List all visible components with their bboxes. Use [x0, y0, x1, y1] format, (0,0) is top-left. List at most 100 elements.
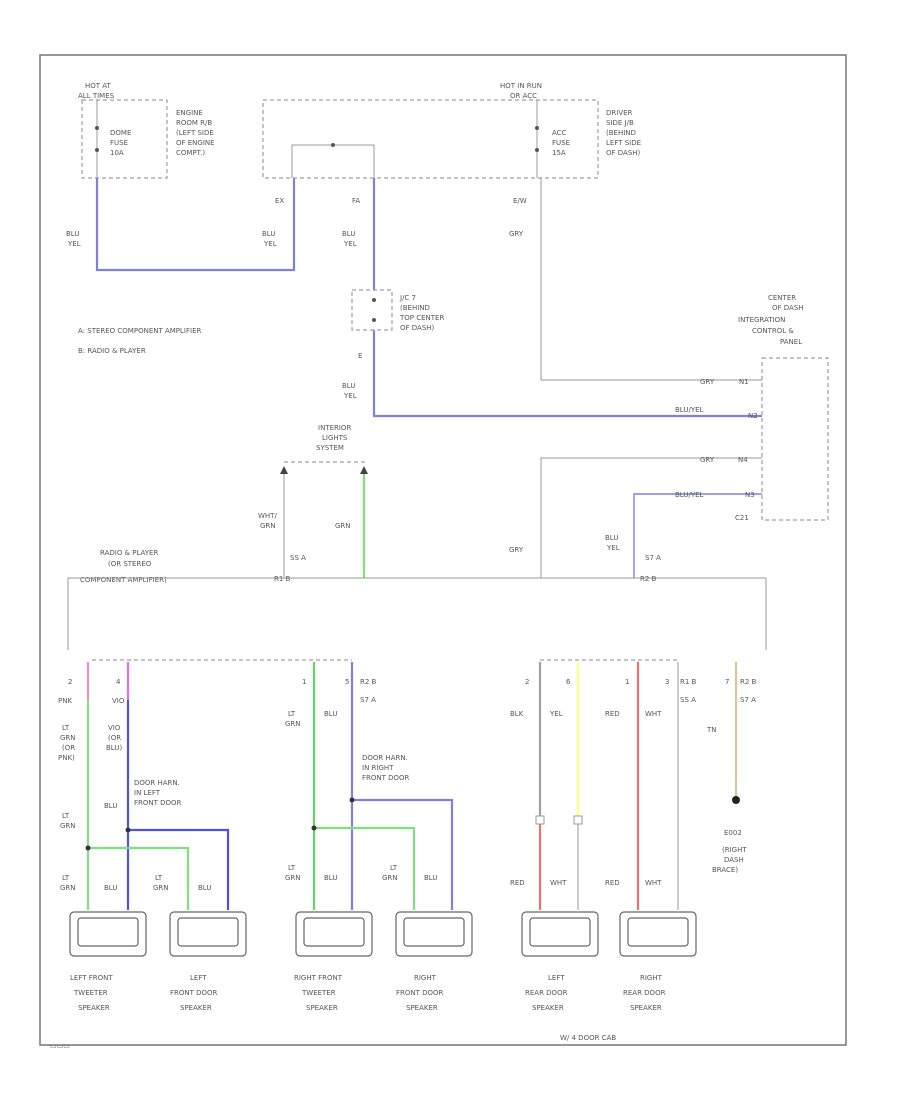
- wc-vio-blu-lf-2: (OR: [108, 734, 121, 742]
- acc-fuse-node-top: [535, 126, 539, 130]
- ground-l3: DASH: [724, 856, 744, 864]
- wc-wht-rr-2: WHT: [645, 879, 662, 887]
- wc-yel-1b: YEL: [67, 240, 81, 248]
- spk-rr-l3: SPEAKER: [630, 1004, 662, 1012]
- speaker-right-front-tweeter: RIGHT FRONT TWEETER SPEAKER: [294, 911, 373, 1012]
- wc-blu-lfd: BLU: [198, 884, 211, 892]
- spk-rfd-l1: RIGHT: [414, 974, 437, 982]
- speaker-right-front-door: RIGHT FRONT DOOR SPEAKER: [395, 911, 473, 1012]
- interior-arrow-1: [280, 466, 288, 474]
- wire-panel-bluyel-n3: [633, 493, 762, 578]
- dome-fuse-l3: 10A: [110, 149, 124, 157]
- ground-l2: (RIGHT: [722, 846, 747, 854]
- or-acc-label: OR ACC: [510, 92, 537, 100]
- jc7-box: [351, 289, 393, 331]
- ground-l1: E002: [724, 829, 742, 837]
- jc7-l4: OF DASH): [400, 324, 435, 332]
- splice-rf-1: [349, 797, 355, 803]
- panel-l1: CENTER: [768, 294, 796, 302]
- spk-rr-l1: RIGHT: [640, 974, 663, 982]
- wc-wht-rr-1: WHT: [645, 710, 662, 718]
- wc-gry-panel-2: GRY: [700, 456, 715, 464]
- wc-vio-lf: VIO: [112, 697, 125, 705]
- wc-yel-lr: YEL: [549, 710, 563, 718]
- wc-blu-1a: BLU: [66, 230, 79, 238]
- radio-l3: COMPONENT AMPLIFIER): [80, 576, 167, 584]
- engine-box-l1: ENGINE: [176, 109, 203, 117]
- spk-rft-l3: SPEAKER: [306, 1004, 338, 1012]
- wc-bluyel-panel-1: BLU/YEL: [675, 406, 704, 414]
- diagram-frame: [39, 54, 847, 1046]
- left-door-harn-l3: FRONT DOOR: [134, 799, 182, 807]
- conn-lr-1: [535, 815, 545, 825]
- spk-lr-l1: LEFT: [548, 974, 565, 982]
- wire-blu-lfdoor: [128, 828, 230, 910]
- all-times-label: ALL TIMES: [78, 92, 115, 100]
- wc-blu-2a: BLU: [262, 230, 275, 238]
- right-door-harn-l1: DOOR HARN.: [362, 754, 408, 762]
- speaker-left-rear: LEFT REAR DOOR SPEAKER: [521, 911, 599, 1012]
- wc-ltgrn-rfd-1: LT: [390, 864, 398, 872]
- spk-lfd-l1: LEFT: [190, 974, 207, 982]
- wc-gry-panel-1: GRY: [700, 378, 715, 386]
- wc-ltgrn-rf2-2: GRN: [285, 874, 301, 882]
- ground-point: [732, 796, 740, 804]
- spk-rft-l1: RIGHT FRONT: [294, 974, 343, 982]
- acc-fuse-l3: 15A: [552, 149, 566, 157]
- pin-6-rear: 6: [566, 678, 571, 686]
- engine-box-l4: OF ENGINE: [176, 139, 215, 147]
- wc-ltgrn-lf-3: (OR: [62, 744, 75, 752]
- wc-blu-rfd: BLU: [424, 874, 437, 882]
- engine-box-l3: (LEFT SIDE: [176, 129, 214, 137]
- wire-ltgrn-lfdoor: [88, 846, 190, 910]
- wc-ltgrn-lf-4: PNK): [58, 754, 75, 762]
- wc-yel-5b: YEL: [606, 544, 620, 552]
- wc-gry-2: GRY: [509, 546, 524, 554]
- acc-fuse-node-bot: [535, 148, 539, 152]
- radio-l1: RADIO & PLAYER: [100, 549, 158, 557]
- panel-l3: INTEGRATION: [738, 316, 785, 324]
- left-door-harn-l1: DOOR HARN.: [134, 779, 180, 787]
- right-door-harn-l2: IN RIGHT: [362, 764, 394, 772]
- pin-r2b-gnd: R2 B: [740, 678, 757, 686]
- driver-box-l2: SIDE J/B: [606, 119, 634, 127]
- pin-r2b-rf: R2 B: [360, 678, 377, 686]
- pin-fa: FA: [352, 197, 360, 205]
- pin-s7a-rf: S7 A: [360, 696, 376, 704]
- wc-wht-lr-2: WHT: [550, 879, 567, 887]
- wc-blu-rf-2: BLU: [324, 874, 337, 882]
- pin-ew: E/W: [513, 197, 527, 205]
- wc-vio-blu-lf-3: BLU): [106, 744, 122, 752]
- wc-gry-1: GRY: [509, 230, 524, 238]
- wire-dome-blu-yel: [95, 178, 296, 272]
- wc-ltgrn-lfd-2: GRN: [153, 884, 169, 892]
- wc-ltgrn-lf2-1: LT: [62, 812, 70, 820]
- wc-ltgrn-lf2-2: GRN: [60, 822, 76, 830]
- wc-ltgrn-lf3-2: GRN: [60, 884, 76, 892]
- pin-1-rear: 1: [625, 678, 629, 686]
- wc-yel-4b: YEL: [343, 392, 357, 400]
- hot-in-run-label: HOT IN RUN: [500, 82, 542, 90]
- pin-s7a-gnd: S7 A: [740, 696, 756, 704]
- interior-l2: LIGHTS: [322, 434, 348, 442]
- interior-arrow-2: [360, 466, 368, 474]
- wc-red-lr-2: RED: [510, 879, 525, 887]
- jc7-node-top: [372, 298, 376, 302]
- ground-l4: BRACE): [712, 866, 738, 874]
- pin-c21: C21: [735, 514, 749, 522]
- speaker-left-front-tweeter: LEFT FRONT TWEETER SPEAKER: [69, 911, 147, 1012]
- interior-l3: SYSTEM: [316, 444, 344, 452]
- wc-red-rr-1: RED: [605, 710, 620, 718]
- spk-rfd-l3: SPEAKER: [406, 1004, 438, 1012]
- spk-rfd-l2: FRONT DOOR: [396, 989, 444, 997]
- wc-ltgrn-rfd-2: GRN: [382, 874, 398, 882]
- wire-panel-gry-n4: [540, 457, 762, 578]
- right-door-harn-l3: FRONT DOOR: [362, 774, 410, 782]
- wc-pnk-lf: PNK: [58, 697, 72, 705]
- pin-r2-b-1: R2 B: [640, 575, 657, 583]
- wc-yel-3b: YEL: [343, 240, 357, 248]
- acc-fuse-l2: FUSE: [552, 139, 570, 147]
- driver-box-l3: (BEHIND: [606, 129, 636, 137]
- hot-at-label: HOT AT: [85, 82, 112, 90]
- legend-a: A: STEREO COMPONENT AMPLIFIER: [78, 327, 202, 335]
